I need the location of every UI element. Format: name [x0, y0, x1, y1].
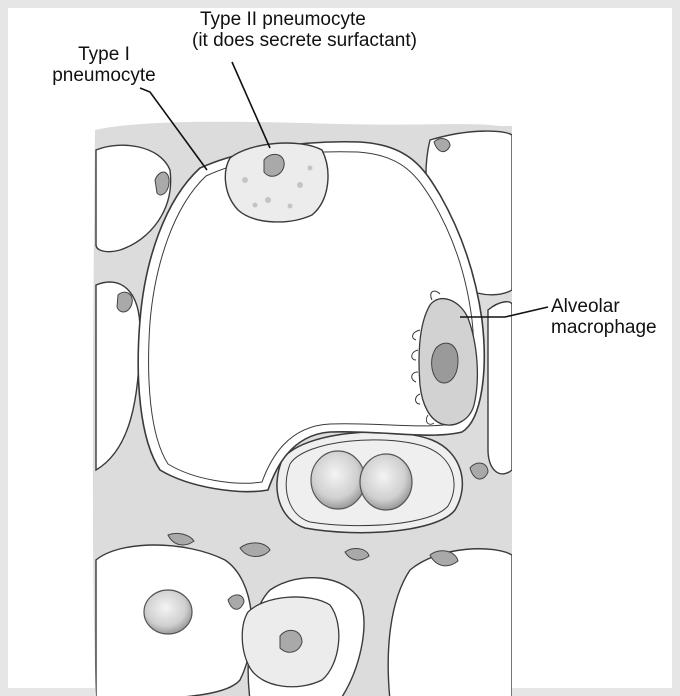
type-ii-pneumocyte-cell	[225, 143, 328, 222]
lung-tissue	[90, 115, 520, 696]
alveolar-macrophage-label: Alveolar macrophage	[551, 296, 657, 338]
type-ii-pneumocyte-cell-bottom	[242, 597, 339, 687]
type-i-pneumocyte-label: Type I pneumocyte	[34, 44, 174, 86]
type-i-label-line2: pneumocyte	[34, 65, 174, 86]
macrophage-label-line2: macrophage	[551, 317, 657, 338]
macrophage-label-line1: Alveolar	[551, 296, 657, 317]
type-ii-pneumocyte-label: Type II pneumocyte (it does secrete surf…	[200, 9, 417, 51]
type-i-label-line1: Type I	[34, 44, 174, 65]
red-blood-cell	[360, 454, 412, 510]
type-ii-label-line2: (it does secrete surfactant)	[192, 30, 417, 51]
red-blood-cell	[311, 451, 365, 509]
red-blood-cell	[144, 590, 192, 634]
neighbor-alveolus-right	[488, 302, 512, 474]
type-ii-label-line1: Type II pneumocyte	[200, 9, 417, 30]
